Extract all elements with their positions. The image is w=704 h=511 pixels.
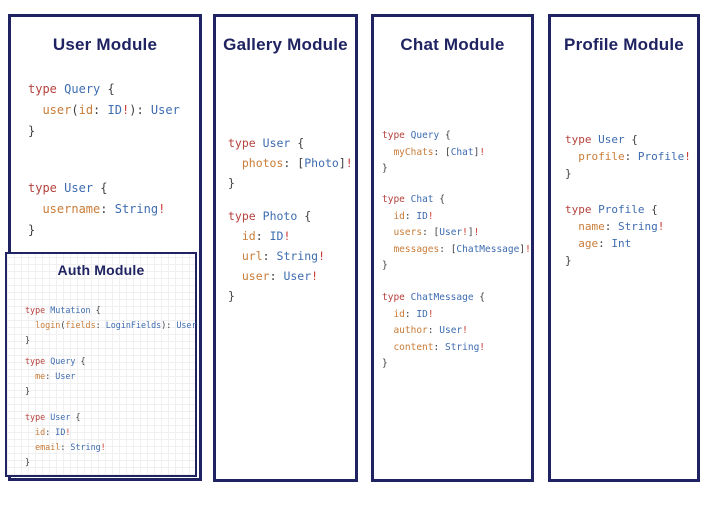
module-card-chat: Chat Module type Query { myChats: [Chat]… [371,14,534,482]
module-card-profile: Profile Module type User { profile: Prof… [548,14,700,482]
module-card-gallery: Gallery Module type User { photos: [Phot… [213,14,358,482]
module-title-chat: Chat Module [400,35,505,54]
code-block-gallery-user: type User { photos: [Photo]! } [228,136,353,190]
code-block-user-user: type User { username: String! } [28,181,166,237]
code-block-auth-query: type Query { me: User } [25,356,86,396]
code-block-auth-mutation: type Mutation { login(fields: LoginField… [25,305,197,345]
module-card-auth: Auth Module type Mutation { login(fields… [5,252,197,477]
module-title-user: User Module [52,35,158,54]
code-block-profile-profile: type Profile { name: String! age: Int } [565,203,665,267]
code-block-user-query: type Query { user(id: ID!): User } [28,82,180,138]
code-block-chat-query: type Query { myChats: [Chat]! } [382,130,486,174]
code-block-profile-user: type User { profile: Profile! } [565,133,691,180]
code-block-auth-user: type User { id: ID! email: String! } [25,412,106,467]
code-block-chat-chatmessage: type ChatMessage { id: ID! author: User!… [382,292,486,369]
module-title-auth: Auth Module [57,262,145,278]
module-title-profile: Profile Module [564,35,684,54]
code-block-chat-chat: type Chat { id: ID! users: [User!]! mess… [382,194,531,271]
code-block-gallery-photo: type Photo { id: ID! url: String! user: … [228,209,325,303]
module-title-gallery: Gallery Module [223,35,348,54]
